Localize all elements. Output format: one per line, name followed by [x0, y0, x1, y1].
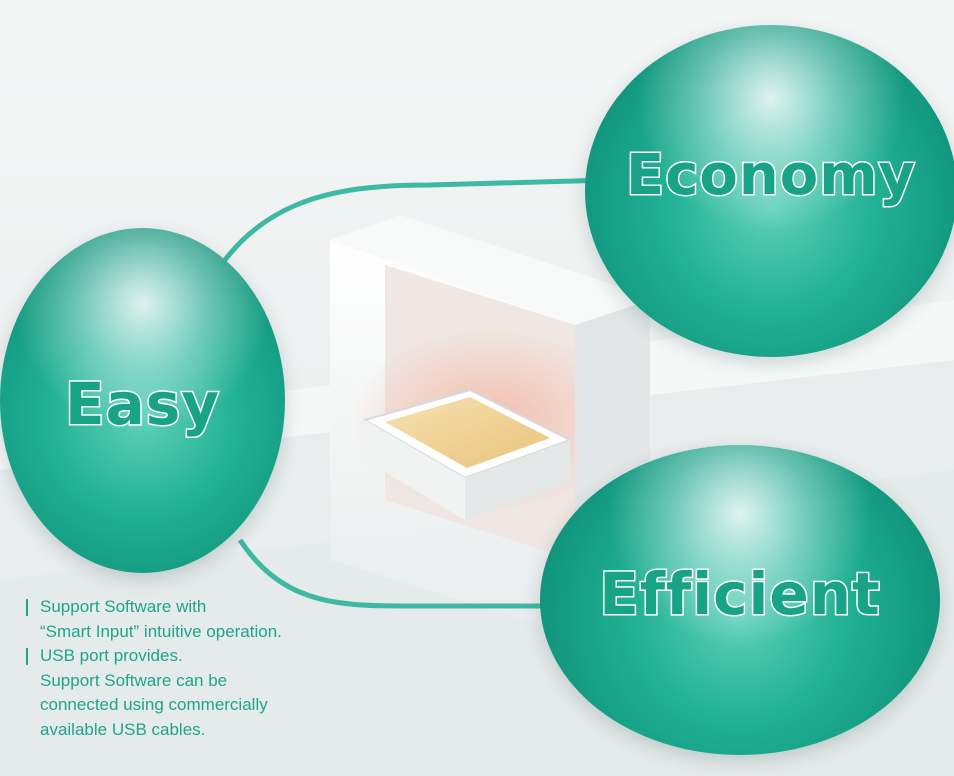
- economy-sphere: Economy: [585, 25, 954, 357]
- feature-list: Support Software with “Smart Input” intu…: [24, 595, 384, 742]
- bullet-marker: [26, 599, 28, 616]
- easy-label: Easy: [63, 369, 221, 440]
- sample-tray: [362, 388, 573, 520]
- feature-item: Support Software with “Smart Input” intu…: [24, 595, 384, 644]
- feature-text-line: “Smart Input” intuitive operation.: [40, 621, 282, 641]
- bullet-marker: [26, 648, 28, 665]
- feature-text-line: connected using commercially: [40, 695, 268, 714]
- efficient-label: Efficient: [598, 559, 882, 630]
- feature-text-line: USB port provides.: [40, 646, 183, 665]
- feature-item: USB port provides. Support Software can …: [24, 644, 384, 742]
- feature-text-line: Support Software with: [40, 597, 207, 616]
- feature-text-line: available USB cables.: [40, 719, 206, 739]
- efficient-sphere: Efficient: [540, 445, 940, 755]
- economy-label: Economy: [624, 142, 917, 210]
- easy-sphere: Easy: [0, 228, 285, 573]
- feature-text-line: Support Software can be: [40, 670, 228, 690]
